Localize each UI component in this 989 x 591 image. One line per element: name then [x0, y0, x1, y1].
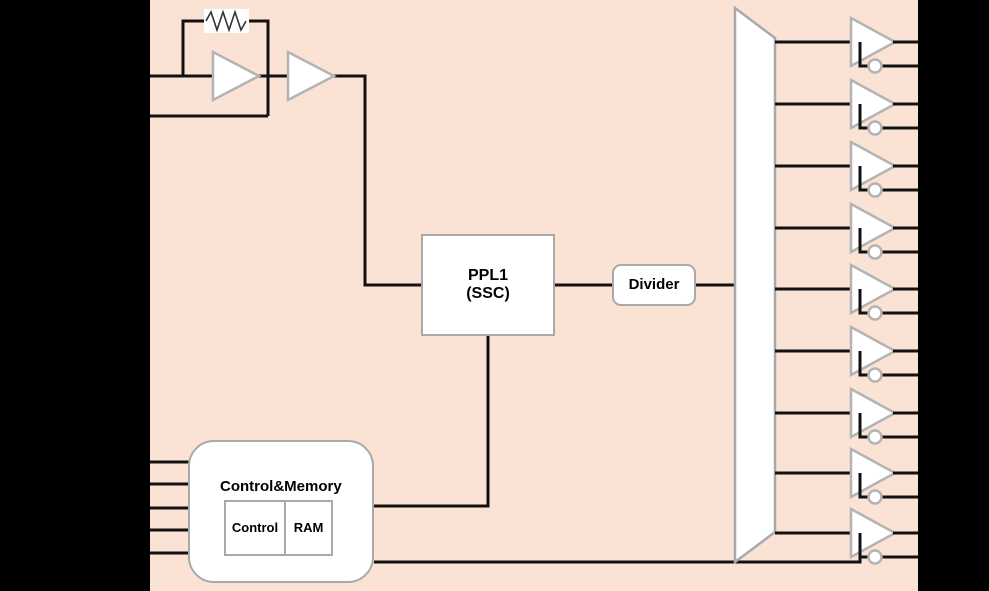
output-buffer-5-triangle: [849, 262, 898, 316]
output-buffer-8-triangle: [849, 446, 898, 500]
output-buffer-inverting-bubbles: [867, 58, 883, 565]
output-buffer-4-triangle: [849, 201, 898, 255]
osc-to-pll-wire: [331, 74, 424, 287]
pll1-ssc-block[interactable]: PPL1 (SSC): [421, 234, 555, 336]
output-buffer-2-triangle: [849, 77, 898, 131]
control-memory-label: Control&Memory: [220, 478, 342, 495]
control-bottom-bus-wire: [374, 540, 862, 564]
pll1-label-line2: (SSC): [466, 285, 510, 302]
mux-fanout-wires: [775, 40, 854, 535]
output-mux-trapezoid: [733, 5, 777, 565]
control-input-pins: [150, 460, 196, 555]
osc-inverter-1-triangle: [211, 49, 262, 103]
pll-to-control-wire: [372, 336, 490, 508]
right-edge-output-pins: [893, 40, 918, 535]
divider-label: Divider: [628, 276, 680, 294]
output-buffer-3-triangle: [849, 139, 898, 193]
left-edge-input-pins: [150, 74, 268, 118]
output-buffer-6-triangle: [849, 324, 898, 378]
output-buffer-9-triangle: [849, 506, 898, 560]
divider-block[interactable]: Divider: [612, 264, 696, 306]
output-buffer-triangles: [849, 15, 898, 560]
feedback-resistor-icon: [204, 9, 249, 33]
control-sub-block[interactable]: Control: [224, 500, 286, 556]
ram-sub-block[interactable]: RAM: [286, 500, 333, 556]
control-label: Control: [231, 519, 279, 535]
osc-inverter-2-triangle: [286, 49, 337, 103]
output-buffer-complement-wires: [858, 42, 918, 559]
output-buffer-7-triangle: [849, 386, 898, 440]
pll1-label-line1: PPL1: [467, 266, 508, 284]
oscillator-feedback-wire: [181, 19, 270, 116]
ram-label: RAM: [293, 519, 324, 535]
output-buffer-1-triangle: [849, 15, 898, 69]
